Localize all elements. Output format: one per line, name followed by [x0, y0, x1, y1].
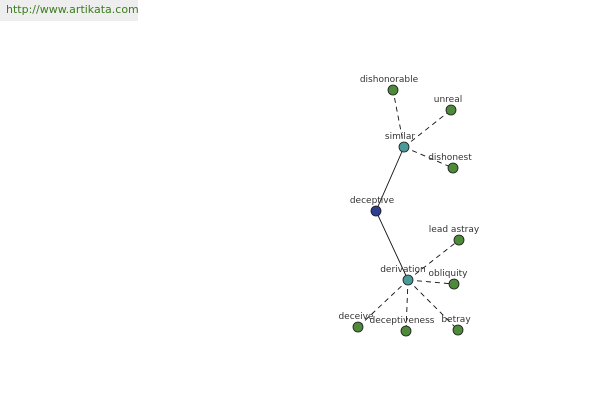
node-deceptiveness[interactable] — [400, 325, 412, 337]
edge-deceptive-to-derivation — [375, 210, 409, 281]
node-dishonest[interactable] — [447, 162, 459, 174]
site-url-link[interactable]: http://www.artikata.com — [6, 3, 139, 16]
node-betray[interactable] — [452, 324, 464, 336]
node-label-dishonest[interactable]: dishonest — [428, 153, 472, 163]
edge-derivation-to-obliquity — [407, 279, 455, 285]
node-deceive[interactable] — [352, 321, 364, 333]
edge-derivation-to-betray — [407, 279, 459, 331]
node-label-deceptiveness[interactable]: deceptiveness — [370, 316, 435, 326]
node-label-unreal[interactable]: unreal — [434, 95, 462, 105]
site-banner: http://www.artikata.com — [0, 0, 139, 21]
node-label-obliquity[interactable]: obliquity — [429, 269, 469, 279]
edge-deceptive-to-similar — [375, 146, 405, 212]
node-label-deceptive[interactable]: deceptive — [350, 196, 395, 206]
edge-similar-to-dishonorable — [392, 89, 405, 148]
node-label-dishonorable[interactable]: dishonorable — [360, 75, 419, 85]
node-unreal[interactable] — [445, 104, 457, 116]
edge-similar-to-unreal — [403, 109, 452, 148]
node-deceptive[interactable] — [370, 205, 382, 217]
node-similar[interactable] — [398, 141, 410, 153]
node-label-lead-astray[interactable]: lead astray — [429, 225, 480, 235]
node-dishonorable[interactable] — [387, 84, 399, 96]
edge-derivation-to-lead-astray — [407, 239, 460, 281]
node-label-deceive[interactable]: deceive — [338, 312, 374, 322]
node-label-derivation[interactable]: derivation — [380, 265, 426, 275]
edge-derivation-to-deceive — [357, 279, 409, 328]
node-derivation[interactable] — [402, 274, 414, 286]
node-label-similar[interactable]: similar — [385, 132, 415, 142]
edges-layer — [357, 89, 460, 332]
labels-layer: deceptive similar derivation dishonorable un… — [338, 75, 479, 326]
node-lead-astray[interactable] — [453, 234, 465, 246]
node-obliquity[interactable] — [448, 278, 460, 290]
node-label-betray[interactable]: betray — [441, 315, 471, 325]
nodes-layer — [352, 84, 465, 337]
